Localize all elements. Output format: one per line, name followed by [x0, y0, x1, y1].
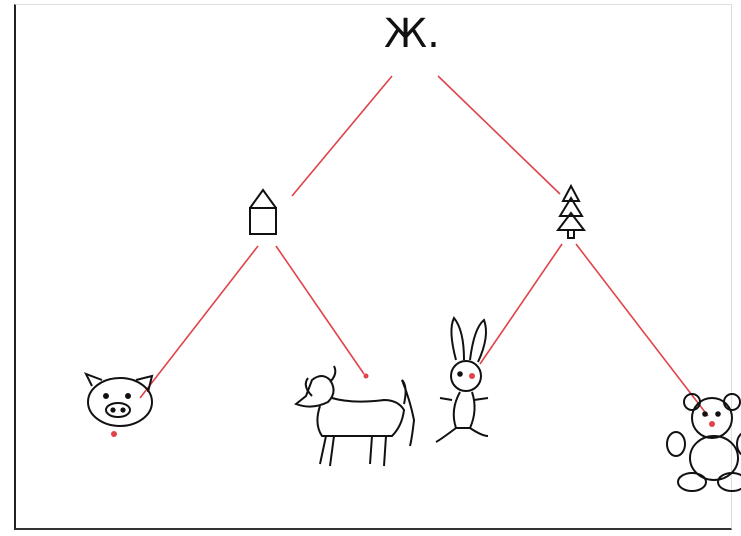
hare-marker-dot	[469, 373, 475, 379]
edge-tree-hare	[480, 244, 562, 364]
edge-root-house	[292, 76, 392, 196]
pig-icon	[86, 374, 152, 426]
house-node-icon	[250, 190, 276, 234]
connector-lines	[140, 76, 708, 416]
pig-marker-dot	[111, 431, 117, 437]
root-node-label: Ж.	[384, 14, 440, 54]
edge-root-tree	[438, 76, 560, 194]
bear-marker-dot	[709, 421, 715, 427]
bear-icon	[667, 394, 741, 491]
cow-icon	[296, 366, 414, 466]
edge-tree-bear	[576, 244, 708, 416]
cow-marker-dot	[364, 374, 369, 379]
edge-house-pig	[140, 246, 258, 398]
fir-tree-node-icon	[558, 186, 584, 238]
edge-house-cow	[276, 246, 364, 374]
hare-icon	[436, 318, 488, 442]
